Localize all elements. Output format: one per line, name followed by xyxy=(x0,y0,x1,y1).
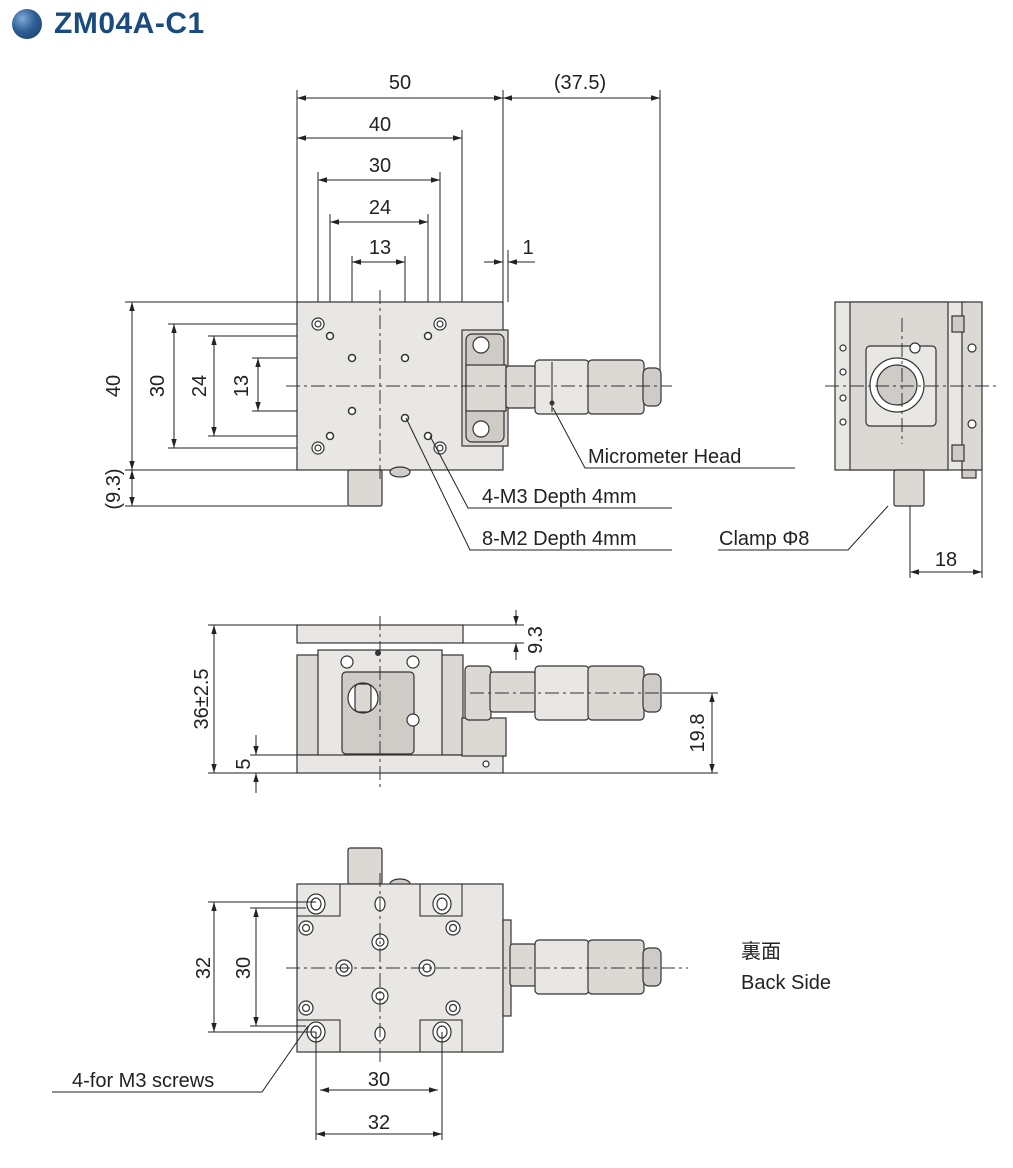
clamp-knob xyxy=(347,469,383,507)
label-m3-depth: 4-M3 Depth 4mm xyxy=(482,486,637,508)
dim-back-height-32: 32 xyxy=(193,957,215,979)
front-view: 36±2.5 5 9.3 19.8 xyxy=(191,610,718,793)
label-back-side-en: Back Side xyxy=(741,972,831,994)
back-clamp-knob xyxy=(347,847,383,885)
dim-back-width-30: 30 xyxy=(368,1069,390,1091)
dim-back-height-30: 30 xyxy=(233,957,255,979)
dim-top-height-9-3: (9.3) xyxy=(103,468,125,509)
dim-top-height-13: 13 xyxy=(231,375,253,397)
dim-back-width-32: 32 xyxy=(368,1112,390,1134)
back-view: 32 30 30 32 4-for M3 screws 裏面 Back Side xyxy=(52,847,831,1140)
label-micrometer-head: Micrometer Head xyxy=(588,446,741,468)
dim-top-height-24: 24 xyxy=(189,375,211,397)
side-clamp-knob xyxy=(893,469,925,507)
dim-top-width-37-5: (37.5) xyxy=(554,72,606,94)
dim-front-5: 5 xyxy=(233,758,255,769)
dim-top-width-24: 24 xyxy=(369,197,391,219)
front-base-plate xyxy=(296,754,504,774)
dim-top-width-13: 13 xyxy=(369,237,391,259)
dim-front-9-3: 9.3 xyxy=(525,626,547,654)
dim-side-18: 18 xyxy=(935,549,957,571)
dim-top-height-30: 30 xyxy=(147,375,169,397)
dim-front-height-36: 36±2.5 xyxy=(191,668,213,729)
label-clamp: Clamp Φ8 xyxy=(719,528,809,550)
dim-top-gap-1: 1 xyxy=(522,237,533,259)
title-bullet-icon xyxy=(12,9,42,39)
side-view: 18 Clamp Φ8 xyxy=(718,301,996,578)
label-back-side-jp: 裏面 xyxy=(741,940,781,963)
dim-top-width-50: 50 xyxy=(389,72,411,94)
dim-top-width-30: 30 xyxy=(369,155,391,177)
top-view: 50 (37.5) 40 30 24 13 1 40 30 24 13 (9.3… xyxy=(103,72,795,551)
label-m3-screws: 4-for M3 screws xyxy=(72,1070,214,1092)
product-title-text: ZM04A-C1 xyxy=(54,7,205,40)
product-title: ZM04A-C1 xyxy=(12,6,205,42)
dim-top-width-40: 40 xyxy=(369,114,391,136)
dim-top-height-40: 40 xyxy=(103,375,125,397)
label-m2-depth: 8-M2 Depth 4mm xyxy=(482,528,637,550)
dim-front-19-8: 19.8 xyxy=(687,714,709,753)
